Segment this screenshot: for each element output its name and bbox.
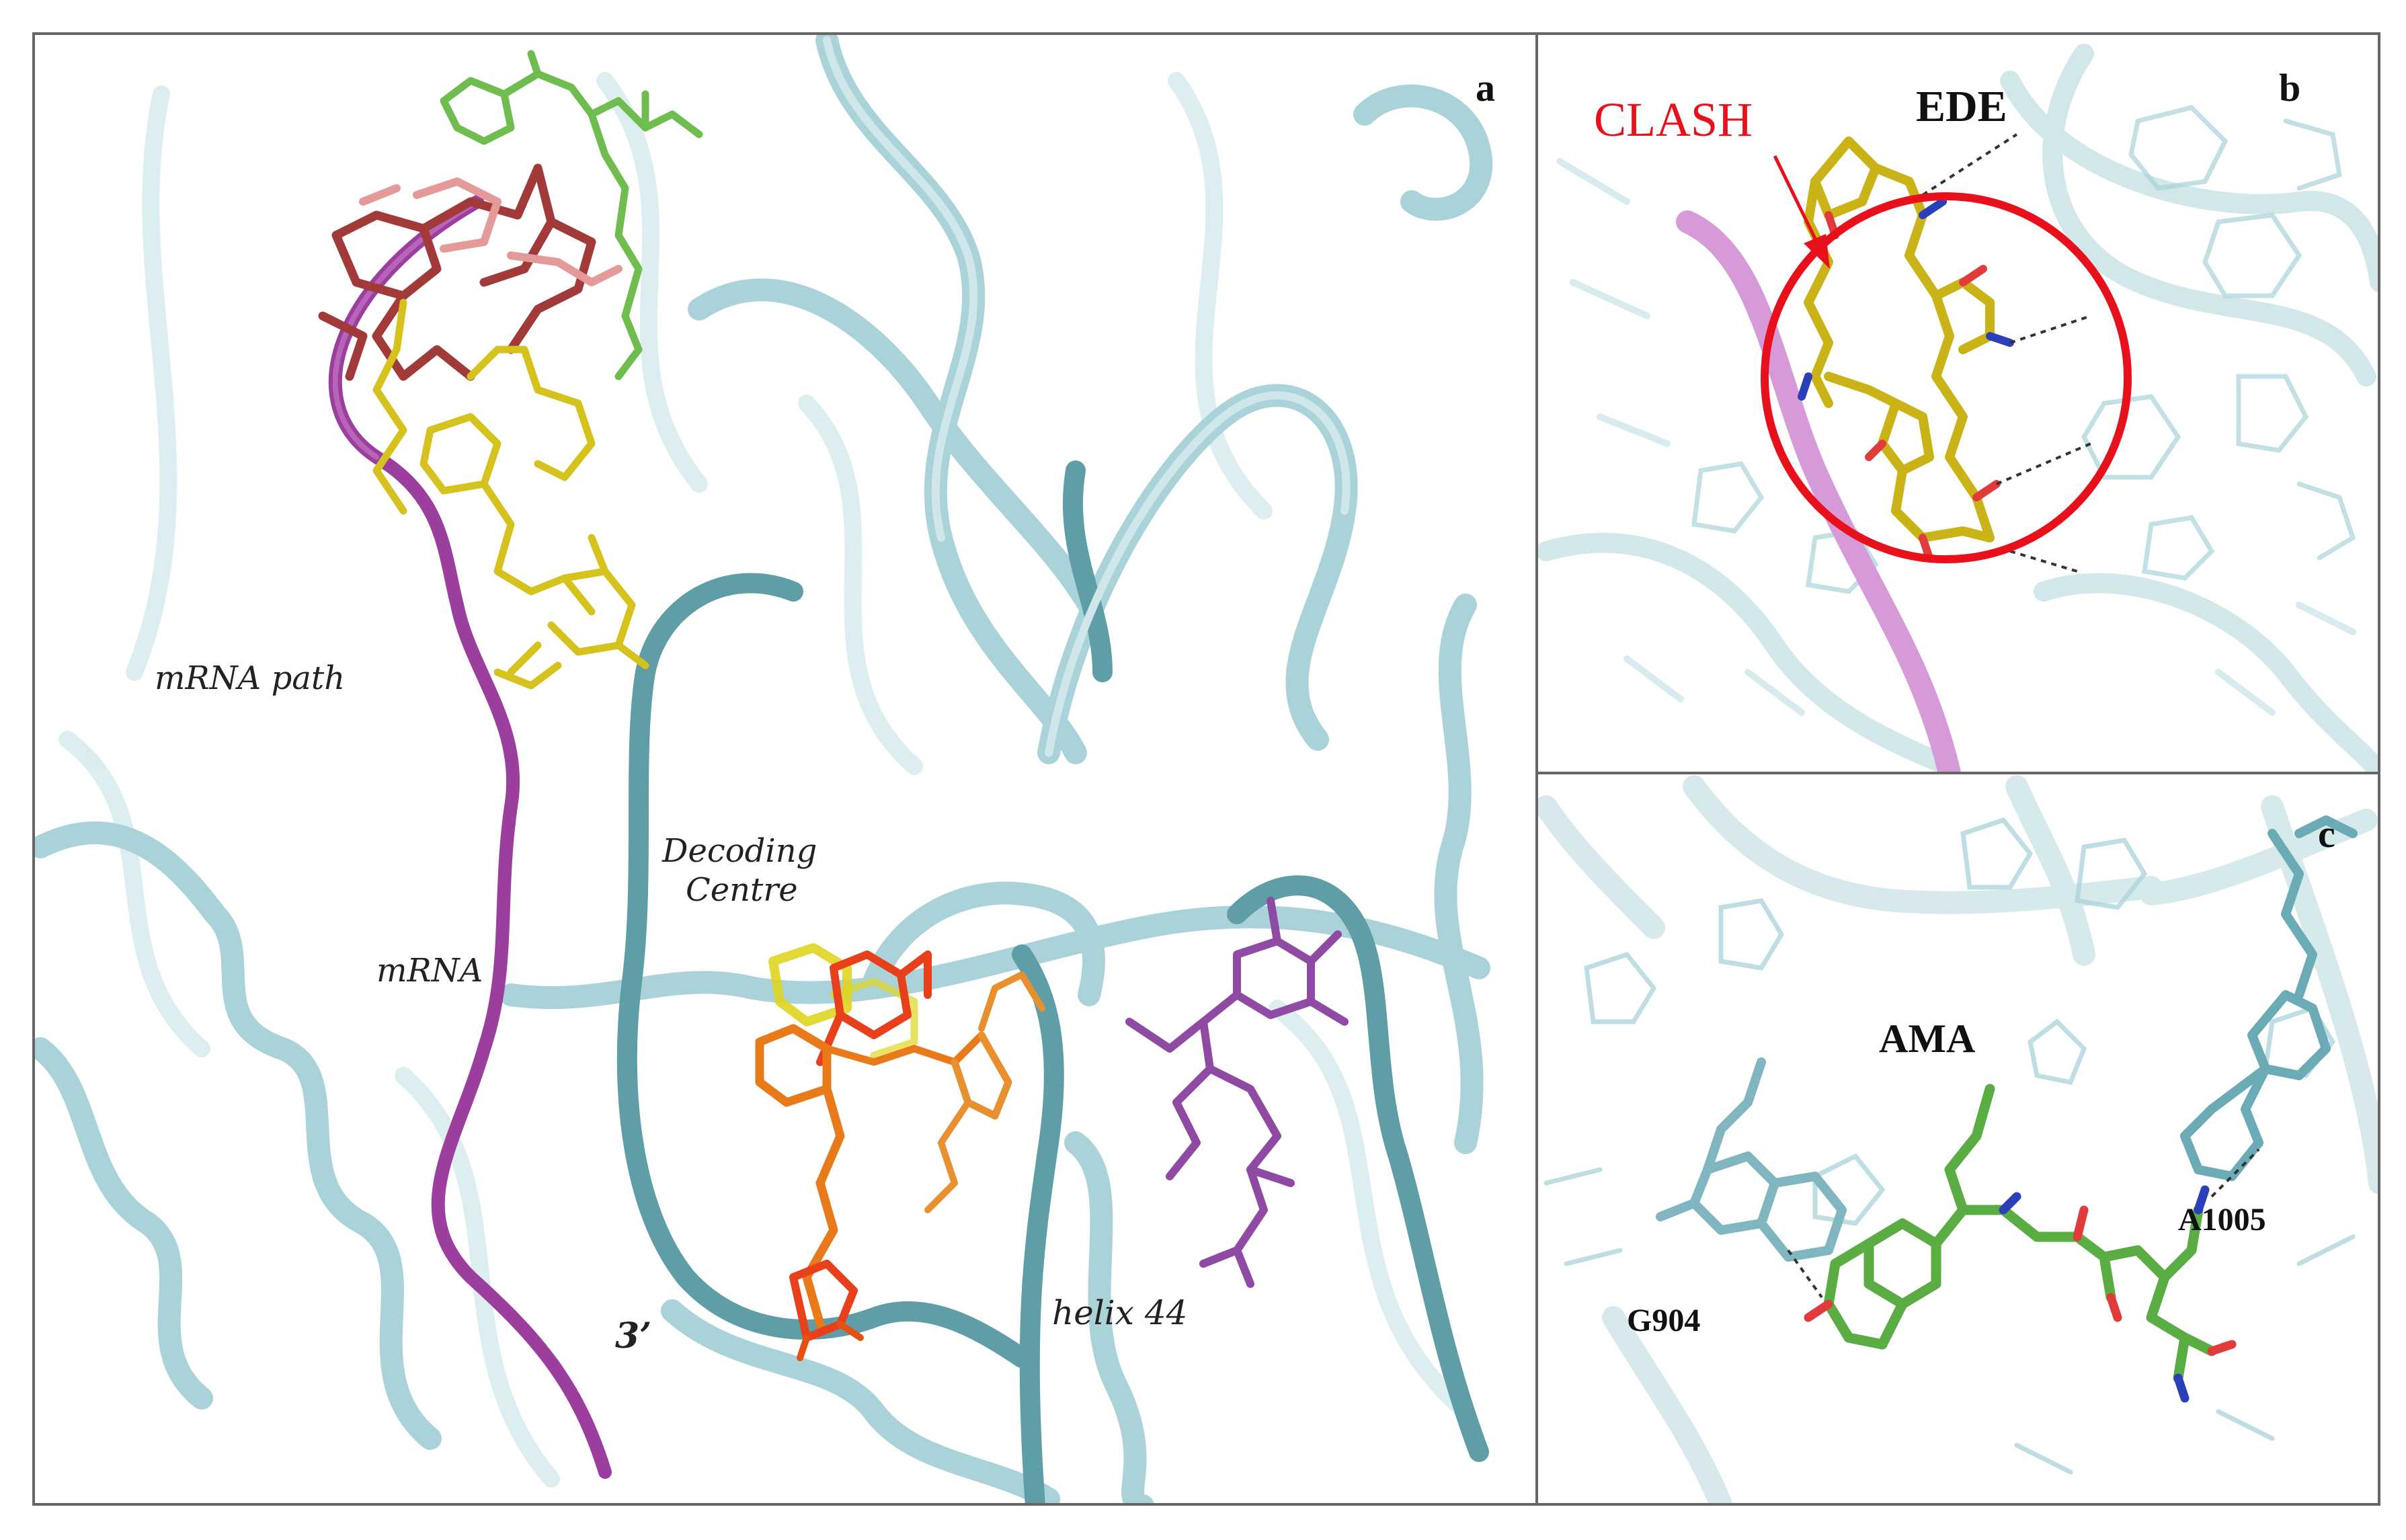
clash-arrow-line — [1773, 155, 1817, 240]
mrna-label: mRNA — [376, 952, 483, 989]
panel-a: a mRNA path mRNA Decoding Centre 3’ heli… — [34, 34, 1537, 1504]
three-prime-label: 3’ — [615, 1315, 651, 1356]
mrna-light-strand — [1676, 210, 1961, 773]
panel-c: AMA G904 A1005 c — [1537, 773, 2379, 1504]
clash-label: CLASH — [1594, 93, 1753, 147]
clash-circle — [1761, 192, 2132, 563]
ligand-darkred — [318, 163, 596, 381]
centre-label: Centre — [686, 871, 798, 909]
helix-44-label: helix 44 — [1052, 1293, 1188, 1332]
a1005-residue — [2180, 815, 2358, 1181]
panel-b: CLASH EDE b — [1537, 34, 2379, 773]
a1005-label: A1005 — [2178, 1202, 2266, 1238]
rrna-ribbons — [34, 34, 1492, 1504]
panel-b-letter: b — [2279, 66, 2300, 110]
background-ribbons-b — [1537, 44, 2379, 773]
ama-atoms — [1804, 1185, 2237, 1403]
hydrogen-bonds-c — [1787, 1148, 2260, 1299]
ama-label: AMA — [1879, 1016, 1975, 1061]
panel-a-letter: a — [1476, 66, 1495, 110]
g904-label: G904 — [1627, 1303, 1700, 1338]
decoding-label: Decoding — [661, 832, 817, 870]
background-ribbons — [58, 72, 1474, 1488]
panel-borders — [32, 32, 2380, 1506]
ligand-yellow-orange-dc — [755, 943, 1045, 1361]
clash-arrow-head — [1804, 234, 1830, 269]
ede-label: EDE — [1916, 82, 2007, 131]
ligand-green — [440, 50, 703, 380]
panel-c-letter: c — [2318, 812, 2335, 856]
ligand-purple — [1125, 897, 1349, 1288]
mrna-path-label: mRNA path — [155, 659, 345, 697]
g904-residue — [1656, 1057, 1847, 1262]
ligand-pink — [359, 177, 623, 286]
ligand-yellow — [372, 298, 649, 690]
hydrogen-bonds-b — [1921, 133, 2091, 573]
